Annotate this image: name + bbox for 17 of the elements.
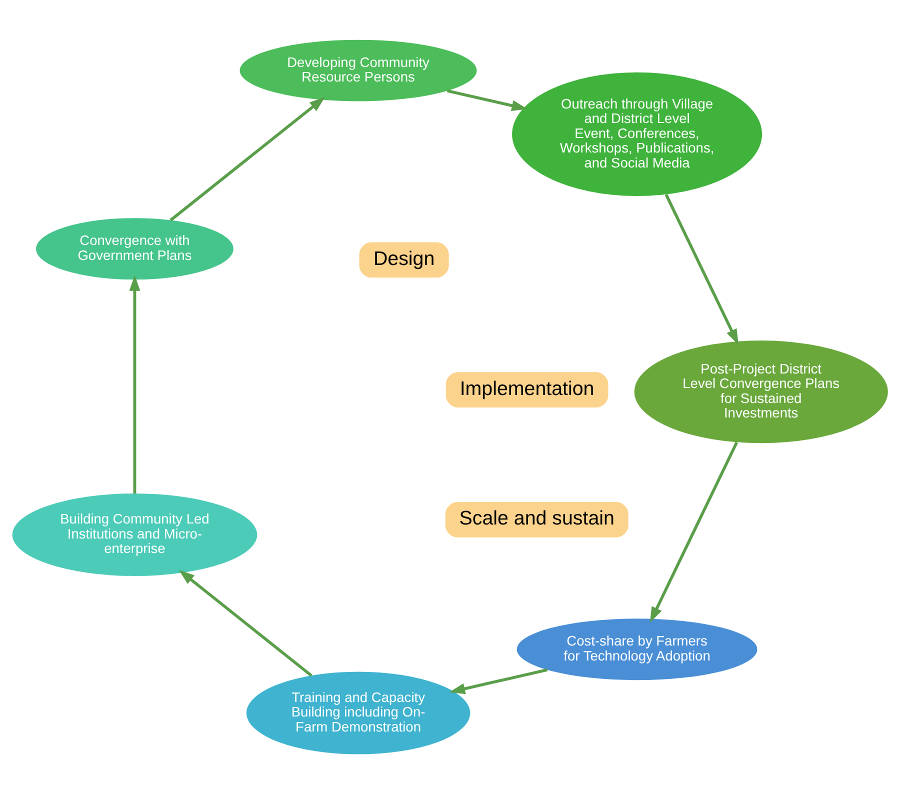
arrow [446, 89, 528, 112]
arrow [129, 275, 140, 494]
node-ellipse: Cost-share by Farmers for Technology Adoption [516, 618, 758, 680]
node-ellipse: Convergence with Government Plans [36, 218, 234, 280]
node-ellipse: Outreach through Village and District Level Event, Conferences, Workshops, Publications, and Social Media [512, 72, 762, 196]
node-ellipse: Building Community Led Institutions and Micro-enterprise [12, 493, 258, 576]
node-box: Design [359, 242, 449, 278]
arrow [178, 570, 312, 677]
node-box: Scale and sustain [445, 502, 628, 538]
node-box: Implementation [446, 372, 608, 408]
arrow [650, 442, 738, 623]
arrow [664, 194, 739, 345]
arrow [449, 668, 548, 694]
node-ellipse: Post-Project District Level Convergence Plans for Sustained Investments [634, 340, 888, 444]
node-ellipse: Developing Community Resource Persons [240, 40, 477, 102]
node-ellipse: Training and Capacity Building including On-Farm Demonstration [246, 672, 470, 754]
arrow [170, 96, 326, 222]
